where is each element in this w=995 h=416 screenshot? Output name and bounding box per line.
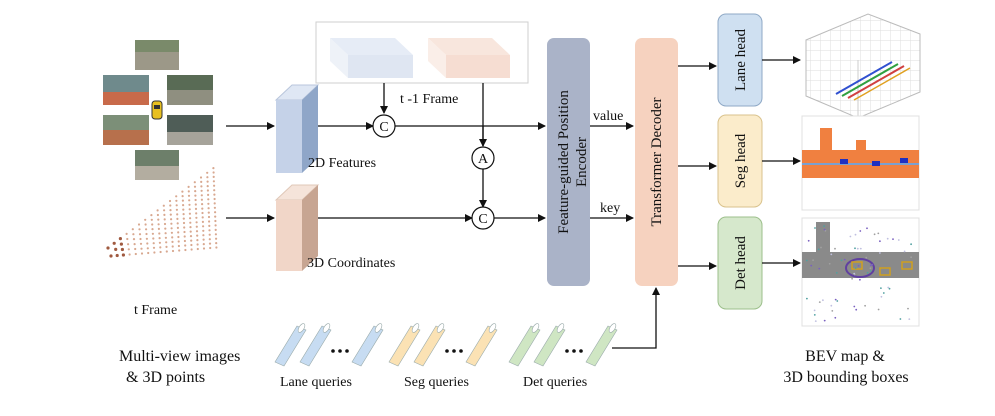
seg-query-ellipsis-dot	[445, 349, 449, 353]
output-caption-line1: BEV map &	[805, 348, 885, 365]
output-caption-line2: 3D bounding boxes	[783, 369, 908, 386]
prev-coords-slab	[428, 38, 510, 78]
coords-3d-block	[274, 184, 320, 271]
seg-query-cap-1	[411, 323, 420, 333]
lane-queries-label: Lane queries	[280, 375, 352, 390]
seg-query-cap-3	[488, 323, 497, 333]
lane-query-3	[351, 325, 384, 367]
key-label: key	[600, 201, 620, 216]
det-query-ellipsis-dot	[565, 349, 569, 353]
det-query-cap-2	[556, 323, 565, 333]
det-head-label: Det head	[733, 236, 749, 290]
input-caption-line2: & 3D points	[126, 369, 205, 386]
seg-query-3	[465, 325, 498, 367]
t-frame-label: t Frame	[134, 303, 177, 318]
det-query-2	[533, 325, 566, 367]
concat-op-coords-label: C	[478, 212, 487, 227]
seg-head-label: Seg head	[733, 133, 749, 188]
lane-query-cap-1	[297, 323, 306, 333]
seg-queries-label: Seg queries	[404, 375, 469, 390]
seg-query-ellipsis-dot	[459, 349, 463, 353]
lane-query-1	[274, 325, 307, 367]
input-caption-line1: Multi-view images	[119, 348, 240, 365]
coords-3d-label: 3D Coordinates	[307, 256, 395, 271]
det-query-cap-1	[531, 323, 540, 333]
lane-query-ellipsis-dot	[331, 349, 335, 353]
det-bev-map	[801, 217, 920, 327]
seg-query-ellipsis-dot	[452, 349, 456, 353]
features-2d-label: 2D Features	[308, 156, 376, 171]
lane-query-cap-2	[322, 323, 331, 333]
lane-query-ellipsis-dot	[345, 349, 349, 353]
det-queries-label: Det queries	[523, 375, 587, 390]
features-2d-block	[274, 84, 320, 173]
encoder-label-line1: Feature-guided Position	[556, 90, 572, 234]
arrow-queries-to-decoder	[612, 287, 660, 349]
point-cloud	[106, 167, 218, 258]
lane-query-cap-3	[374, 323, 383, 333]
transformer-decoder-block	[635, 38, 678, 286]
lane-query-2	[299, 325, 332, 367]
seg-bev-map	[801, 115, 920, 211]
query-groups	[274, 323, 618, 367]
det-query-cap-3	[608, 323, 617, 333]
det-query-1	[508, 325, 541, 367]
lane-3d-plot	[805, 13, 921, 119]
det-query-3	[585, 325, 618, 367]
det-query-ellipsis-dot	[572, 349, 576, 353]
lane-query-ellipsis-dot	[338, 349, 342, 353]
position-encoder-block	[547, 38, 590, 286]
concat-op-features-label: C	[379, 120, 388, 135]
multi-view-images	[103, 40, 213, 180]
value-label: value	[593, 109, 623, 124]
seg-query-2	[413, 325, 446, 367]
ego-car-icon	[151, 100, 163, 120]
seg-query-cap-2	[436, 323, 445, 333]
lane-head-label: Lane head	[733, 28, 749, 91]
prev-frame-label: t -1 Frame	[400, 92, 458, 107]
encoder-label-line2: Encoder	[574, 137, 590, 187]
seg-query-1	[388, 325, 421, 367]
add-op-label: A	[478, 152, 489, 167]
det-query-ellipsis-dot	[579, 349, 583, 353]
prev-features-slab	[330, 38, 413, 78]
decoder-label: Transformer Decoder	[649, 98, 665, 227]
